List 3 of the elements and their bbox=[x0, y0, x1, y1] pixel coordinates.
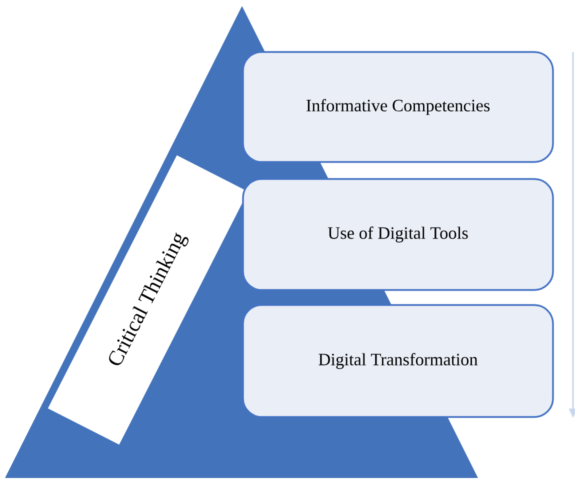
rounded-box: Use of Digital Tools bbox=[242, 178, 554, 291]
rounded-box: Informative Competencies bbox=[242, 51, 554, 163]
rounded-box: Digital Transformation bbox=[242, 304, 554, 418]
